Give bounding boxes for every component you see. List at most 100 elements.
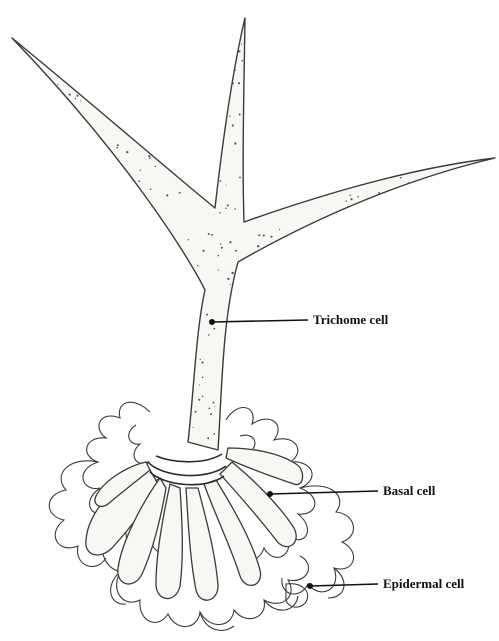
stipple-dot	[37, 153, 39, 155]
stipple-dot	[112, 67, 113, 68]
stipple-dot	[135, 17, 137, 19]
stipple-dot	[16, 157, 18, 159]
stipple-dot	[179, 192, 181, 194]
stipple-dot	[399, 72, 401, 74]
stipple-dot	[17, 213, 18, 214]
leader-basal	[270, 491, 378, 494]
stipple-dot	[246, 268, 248, 270]
stipple-dot	[487, 238, 489, 240]
stipple-dot	[94, 389, 96, 391]
stipple-dot	[234, 432, 235, 433]
stipple-dot	[421, 350, 422, 351]
stipple-dot	[345, 23, 347, 25]
stipple-dot	[4, 229, 6, 231]
stipple-dot	[57, 84, 58, 85]
stipple-dot	[366, 162, 368, 164]
stipple-dot	[266, 69, 268, 71]
stipple-dot	[35, 391, 37, 393]
stipple-dot	[198, 63, 199, 64]
stipple-dot	[266, 78, 267, 79]
stipple-dot	[73, 180, 75, 182]
stipple-dot	[199, 384, 200, 385]
stipple-dot	[487, 301, 489, 303]
stipple-dot	[405, 100, 406, 101]
stipple-dot	[64, 355, 66, 357]
stipple-dot	[312, 354, 314, 356]
stipple-dot	[342, 423, 344, 425]
stipple-dot	[73, 86, 74, 87]
stipple-dot	[328, 397, 329, 398]
stipple-dot	[261, 442, 262, 443]
stipple-dot	[472, 157, 474, 159]
stipple-dot	[417, 40, 418, 41]
stipple-dot	[303, 398, 305, 400]
stipple-dot	[258, 234, 260, 236]
stipple-dot	[320, 428, 321, 429]
stipple-dot	[176, 244, 177, 245]
stipple-dot	[61, 373, 63, 375]
stipple-dot	[392, 284, 393, 285]
stipple-dot	[190, 371, 191, 372]
stipple-dot	[390, 328, 392, 330]
stipple-dot	[409, 287, 411, 289]
stipple-dot	[387, 211, 389, 213]
stipple-dot	[175, 401, 177, 403]
stipple-dot	[36, 418, 38, 420]
stipple-dot	[273, 359, 275, 361]
stipple-dot	[401, 217, 402, 218]
stipple-dot	[469, 147, 471, 149]
stipple-dot	[420, 131, 421, 132]
stipple-dot	[476, 117, 478, 119]
stipple-dot	[259, 329, 261, 331]
stipple-dot	[150, 188, 152, 190]
stipple-dot	[338, 91, 340, 93]
stipple-dot	[283, 143, 284, 144]
stipple-dot	[25, 157, 27, 159]
stipple-dot	[335, 173, 337, 175]
stipple-dot	[89, 331, 90, 332]
stipple-dot	[78, 17, 80, 19]
stipple-dot	[479, 83, 481, 85]
stipple-dot	[435, 204, 436, 205]
stipple-dot	[489, 325, 491, 327]
stipple-dot	[140, 426, 142, 428]
stipple-dot	[227, 204, 229, 206]
stipple-dot	[430, 403, 432, 405]
stipple-dot	[354, 351, 355, 352]
stipple-dot	[56, 21, 57, 22]
stipple-dot	[80, 100, 81, 101]
leader-epidermal	[310, 584, 378, 586]
stipple-dot	[15, 441, 17, 443]
stipple-dot	[16, 171, 18, 173]
stipple-dot	[49, 243, 50, 244]
stipple-dot	[450, 248, 451, 249]
stipple-dot	[279, 130, 280, 131]
stipple-dot	[218, 443, 220, 445]
stipple-dot	[202, 377, 204, 379]
stipple-dot	[336, 423, 337, 424]
stipple-dot	[20, 338, 21, 339]
stipple-dot	[65, 66, 66, 67]
stipple-dot	[393, 335, 395, 337]
stipple-dot	[91, 45, 92, 46]
stipple-dot	[173, 116, 175, 118]
stipple-dot	[305, 52, 306, 53]
stipple-dot	[474, 398, 476, 400]
stipple-dot	[131, 267, 132, 268]
stipple-dot	[184, 379, 186, 381]
stipple-dot	[430, 256, 432, 258]
stipple-dot	[461, 338, 463, 340]
stipple-dot	[6, 114, 8, 116]
stipple-dot	[345, 201, 346, 202]
stipple-dot	[45, 44, 46, 45]
stipple-dot	[254, 300, 255, 301]
stipple-dot	[27, 217, 29, 219]
stipple-dot	[18, 95, 20, 97]
stipple-dot	[395, 141, 396, 142]
stipple-dot	[338, 372, 340, 374]
stipple-dot	[268, 284, 269, 285]
stipple-dot	[362, 255, 364, 257]
stipple-dot	[480, 340, 481, 341]
stipple-dot	[106, 235, 108, 237]
stipple-dot	[188, 239, 189, 240]
